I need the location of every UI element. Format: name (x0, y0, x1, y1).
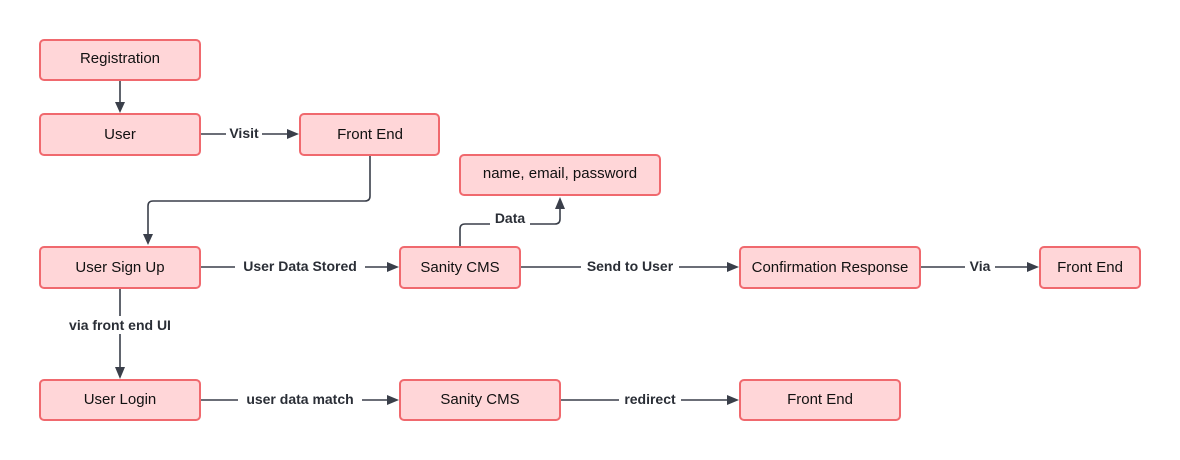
edge-label-data: Data (495, 210, 526, 226)
edge-confirmation-to-front-end: Via (920, 257, 1039, 275)
node-label: User Sign Up (75, 259, 164, 276)
node-sanity-cms-top[interactable]: Sanity CMS (399, 246, 521, 289)
node-user[interactable]: User (39, 113, 201, 156)
node-label: Registration (80, 50, 160, 67)
edge-label-user-data-stored: User Data Stored (243, 258, 357, 274)
node-label: Front End (337, 126, 403, 143)
node-confirmation-response[interactable]: Confirmation Response (739, 246, 921, 289)
node-label: Confirmation Response (752, 259, 909, 276)
edge-label-visit: Visit (229, 125, 259, 141)
edge-label-redirect: redirect (624, 391, 676, 407)
edge-sign-up-to-login: via front end UI (60, 288, 180, 379)
edge-login-to-sanity: user data match (200, 390, 399, 408)
node-front-end-bottom[interactable]: Front End (739, 379, 901, 421)
node-sanity-cms-bottom[interactable]: Sanity CMS (399, 379, 561, 421)
edge-user-to-front-end: Visit (200, 124, 299, 142)
edge-sanity-to-front-end: redirect (560, 390, 739, 408)
node-label: Sanity CMS (420, 259, 499, 276)
edge-front-end-to-sign-up (143, 155, 371, 245)
node-label: User (104, 126, 136, 143)
edge-sign-up-to-sanity: User Data Stored (200, 257, 399, 275)
node-data-fields[interactable]: name, email, password (459, 154, 661, 196)
node-registration[interactable]: Registration (39, 39, 201, 81)
edge-sanity-to-confirmation: Send to User (520, 257, 739, 275)
node-front-end-right[interactable]: Front End (1039, 246, 1141, 289)
node-label: Front End (1057, 259, 1123, 276)
edge-sanity-to-data-fields: Data (459, 197, 565, 246)
edge-label-user-data-match: user data match (246, 391, 353, 407)
node-label: name, email, password (483, 165, 637, 182)
node-label: Sanity CMS (440, 391, 519, 408)
node-front-end-top[interactable]: Front End (299, 113, 440, 156)
node-label: User Login (84, 391, 157, 408)
edge-label-via-front-end-ui: via front end UI (69, 317, 171, 333)
node-user-login[interactable]: User Login (39, 379, 201, 421)
node-label: Front End (787, 391, 853, 408)
edge-label-via: Via (970, 258, 991, 274)
edge-registration-to-user (115, 80, 125, 113)
edge-label-send-to-user: Send to User (587, 258, 674, 274)
node-user-sign-up[interactable]: User Sign Up (39, 246, 201, 289)
